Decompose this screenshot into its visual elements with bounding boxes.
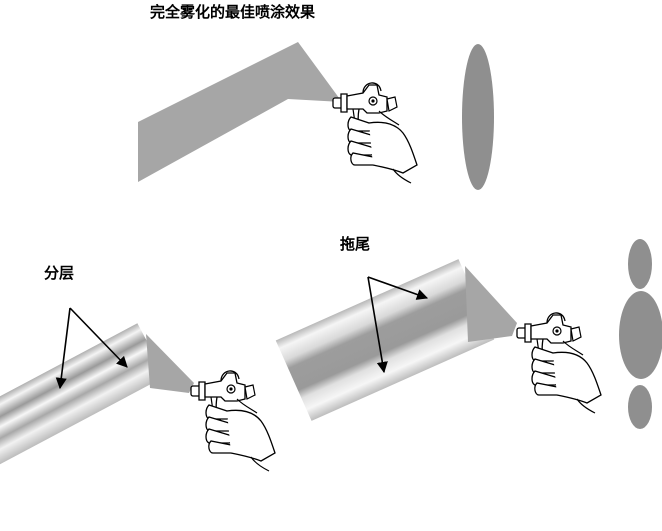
pattern-tail-bottom: [628, 385, 652, 429]
spray-fan-tailing: [465, 266, 517, 342]
pipe-tailing: [275, 259, 495, 421]
pipe-layering: [0, 323, 166, 471]
arrow-tailing-lower: [367, 276, 388, 374]
label-tailing: 拖尾: [340, 235, 371, 253]
spray-gun-icon: [332, 82, 418, 184]
good-atomization-panel: [138, 42, 494, 190]
spray-gun-icon: [516, 312, 602, 414]
pattern-tail-middle: [619, 291, 662, 379]
pattern-tail-top: [628, 239, 652, 289]
spray-fan-layering: [146, 334, 194, 393]
arrow-tailing-upper: [367, 276, 429, 300]
label-layering: 分层: [44, 264, 75, 282]
tailing-panel: [275, 239, 662, 429]
pattern-ellipse-good: [462, 44, 494, 190]
label-good-atomization: 完全雾化的最佳喷涂效果: [150, 3, 316, 21]
layering-panel: [0, 307, 276, 472]
spray-fan-good: [138, 42, 342, 182]
spray-gun-icon: [190, 370, 276, 472]
arrow-layering-right: [69, 307, 128, 368]
arrow-layering-left: [55, 307, 71, 390]
